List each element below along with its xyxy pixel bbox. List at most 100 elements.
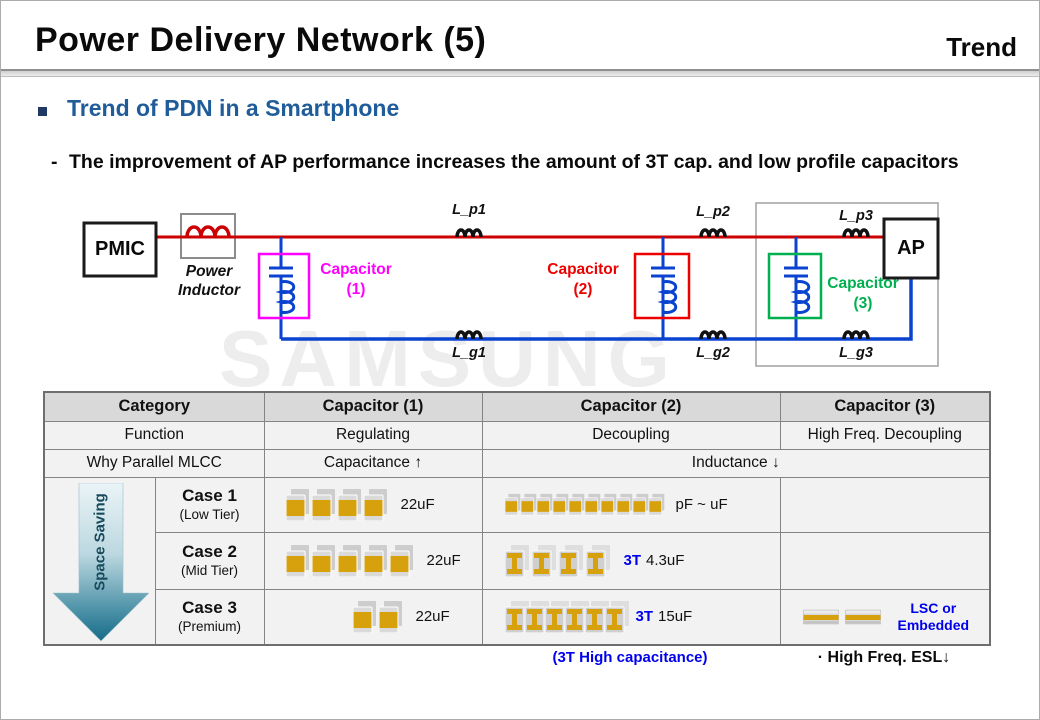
mlcc-chip-icon <box>389 544 413 577</box>
th-capacitor3: Capacitor (3) <box>779 391 991 422</box>
power-inductor-coil-icon <box>185 225 231 238</box>
capacitor3-box <box>767 252 823 320</box>
table-header-row: Category Capacitor (1) Capacitor (2) Cap… <box>43 391 991 422</box>
chip-caption: pF ~ uF <box>675 496 728 513</box>
mlcc-chip-icon <box>352 600 376 634</box>
space-saving-label: Space Saving <box>91 492 109 591</box>
circuit-diagram: PMIC AP Power Inductor L_p1 L_p2 L_p3 L_… <box>41 198 991 390</box>
mlcc-chip-icon <box>337 544 361 577</box>
watermark: SAMSUNG <box>219 314 677 403</box>
capacitance-up: Capacitance ↑ <box>263 448 483 478</box>
lsc-chip-icon <box>844 609 881 625</box>
mlcc-chip-icon <box>337 488 361 521</box>
parasitic-inductor-coils <box>455 228 870 340</box>
case1-name-cell: Case 1 (Low Tier) <box>154 476 265 533</box>
mlcc-chip-icon <box>584 493 600 516</box>
mlcc-chip-icon <box>568 493 584 516</box>
ap-box <box>882 217 940 280</box>
mlcc-chip-icon <box>311 488 335 521</box>
power-inductor-label-line1: Power <box>185 263 233 280</box>
function-row: Function Regulating Decoupling High Freq… <box>43 420 991 450</box>
function-cap1: Regulating <box>263 420 483 450</box>
capacitor3-label: Capacitor(3) <box>827 275 899 312</box>
case1-row: Space Saving Case 1 (Low Tier) <box>43 476 991 646</box>
capacitor2-label: Capacitor(2) <box>547 261 619 298</box>
comparison-table: Category Capacitor (1) Capacitor (2) Cap… <box>43 391 991 646</box>
sub-bullet: - The improvement of AP performance incr… <box>51 149 1016 175</box>
chip-caption: 22uF <box>415 608 450 626</box>
mlcc-chip-icon <box>632 493 648 516</box>
3t-chip-icon <box>504 544 529 577</box>
space-saving-arrow-icon <box>52 482 150 643</box>
mlcc-chip-icon <box>552 493 568 516</box>
th-capacitor2: Capacitor (2) <box>481 391 781 422</box>
mlcc-chip-icon <box>311 544 335 577</box>
mlcc-chip-icon <box>363 488 387 521</box>
function-cap2: Decoupling <box>481 420 781 450</box>
l-g2-label: L_g2 <box>696 345 730 361</box>
th-category: Category <box>43 391 265 422</box>
case2-cap1-cell: 22uF <box>263 531 483 590</box>
header-divider <box>1 69 1039 77</box>
case1-cap1-cell: 22uF <box>263 476 483 533</box>
mlcc-chip-icon <box>378 600 402 634</box>
l-g1-label: L_g1 <box>452 345 486 361</box>
power-inductor-label-line2: Inductor <box>178 282 240 299</box>
case2-row: Case 2 (Mid Tier) <box>44 531 991 590</box>
3t-chip-icon <box>531 544 556 577</box>
ap-module-box <box>755 202 939 367</box>
inductance-down: Inductance ↓ <box>481 448 991 478</box>
3t-chip-icon <box>558 544 583 577</box>
space-saving-cell: Space Saving <box>43 476 156 646</box>
sub-bullet-text: The improvement of AP performance increa… <box>69 151 959 173</box>
mlcc-chip-icon <box>504 493 520 516</box>
capacitor1-label: Capacitor(1) <box>320 261 392 298</box>
lsc-chip-icon <box>802 609 839 625</box>
3t-chip-icon <box>604 600 629 634</box>
pmic-label: PMIC <box>95 238 145 260</box>
mlcc-chip-icon <box>648 493 664 516</box>
l-p1-label: L_p1 <box>452 202 486 218</box>
mlcc-chip-icon <box>536 493 552 516</box>
section-heading: Trend of PDN in a Smartphone <box>67 95 400 121</box>
mlcc-chip-icon <box>520 493 536 516</box>
pmic-box <box>82 221 158 278</box>
ground-rail <box>281 278 913 341</box>
case2-cap3-cell <box>779 531 991 590</box>
footnote-high-freq-esl: · High Freq. ESL↓ <box>817 649 951 666</box>
circuit-svg <box>82 202 940 367</box>
case1-cap3-cell <box>779 476 991 533</box>
page-title: Power Delivery Network (5) <box>35 21 487 59</box>
l-p3-label: L_p3 <box>839 208 873 224</box>
capacitor-branches <box>269 237 811 339</box>
mlcc-chip-icon <box>363 544 387 577</box>
case1-cap2-cell: pF ~ uF <box>481 476 781 533</box>
why-parallel-row: Why Parallel MLCC Capacitance ↑ Inductan… <box>43 448 991 478</box>
corner-label: Trend <box>946 32 1017 62</box>
ap-label: AP <box>897 237 925 259</box>
3t-chip-icon <box>584 600 609 634</box>
case2-name-cell: Case 2 (Mid Tier) <box>154 531 265 590</box>
mlcc-chip-icon <box>285 488 309 521</box>
function-label: Function <box>43 420 265 450</box>
mlcc-chip-icon <box>616 493 632 516</box>
capacitor2-box <box>633 252 691 320</box>
square-bullet-icon <box>38 107 47 116</box>
mlcc-chip-icon <box>600 493 616 516</box>
capacitor1-box <box>257 252 311 320</box>
mlcc-chip-icon <box>285 544 309 577</box>
l-g3-label: L_g3 <box>839 345 873 361</box>
l-p2-label: L_p2 <box>696 204 730 220</box>
case3-row: Case 3 (Premium) 22uF <box>44 588 991 646</box>
footnote-3t-high-capacitance: (3T High capacitance) <box>552 649 708 666</box>
chip-caption: 22uF <box>426 552 461 569</box>
power-inductor-label: Power Inductor <box>159 262 259 300</box>
case3-name-cell: Case 3 (Premium) <box>154 588 265 646</box>
case3-cap1-cell: 22uF <box>263 588 483 646</box>
